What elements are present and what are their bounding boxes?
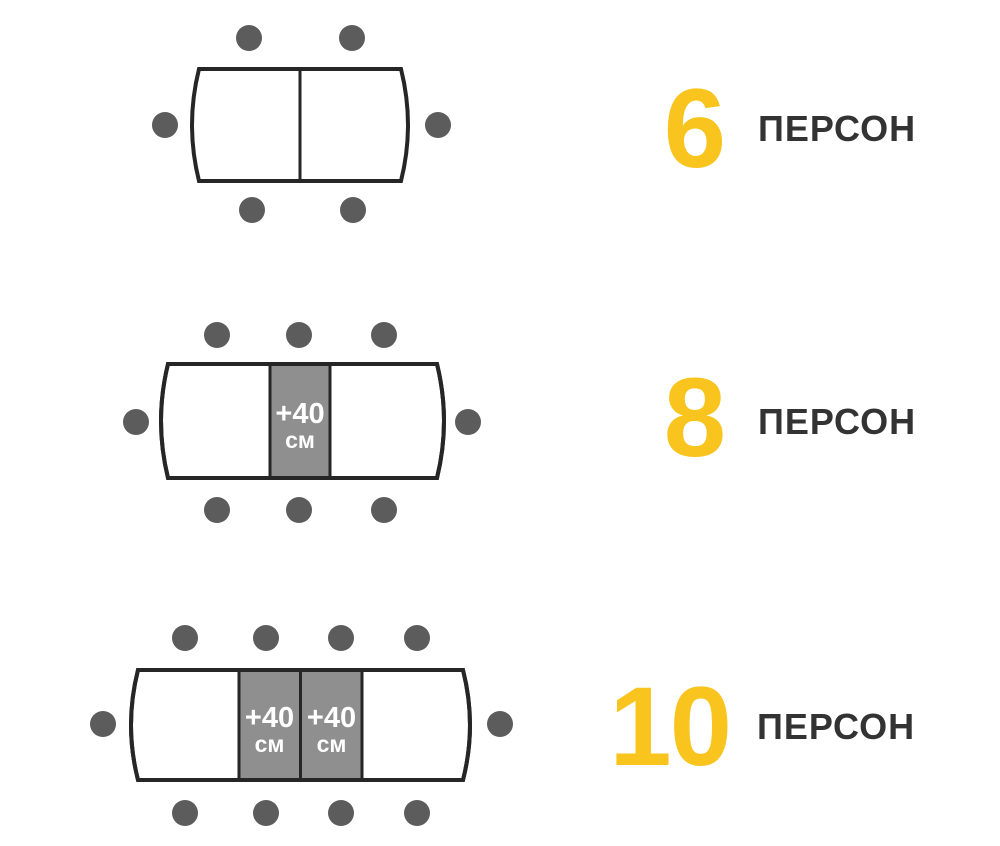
person-count: 6 [663,66,726,191]
seat-dot [404,800,430,826]
extension-size-label: +40 [275,398,324,430]
seat-dot [123,409,149,435]
person-count: 10 [609,664,732,789]
seat-dot [286,322,312,348]
seat-dot [339,25,365,51]
seat-dot [239,197,265,223]
table-6-diagram [190,67,410,183]
person-word: ПЕРСОН [757,706,916,747]
extension-size-label: +40 [245,702,294,734]
seat-dot [371,497,397,523]
table-top-outline [129,668,472,782]
seat-dot [328,800,354,826]
seat-dot [236,25,262,51]
seat-dot [90,711,116,737]
extension-section [270,365,330,476]
seat-dot [204,322,230,348]
extension-section [239,671,301,778]
seat-dot [172,800,198,826]
extension-size-label: +40 [307,702,356,734]
seat-dot [340,197,366,223]
person-count: 8 [663,355,726,480]
person-word: ПЕРСОН [758,108,917,149]
person-word: ПЕРСОН [758,401,917,442]
seat-dot [425,112,451,138]
table-top-outline [159,362,446,480]
seat-dot [172,625,198,651]
seat-dot [487,711,513,737]
extension-unit-label: см [317,731,347,757]
table-8-diagram: +40 см [159,362,446,480]
seat-dot [371,322,397,348]
extension-unit-label: см [255,731,285,757]
extension-section [300,671,362,778]
seat-dot [253,800,279,826]
extension-unit-label: см [285,427,315,453]
seat-dot [253,625,279,651]
table-10-diagram: +40 см +40 см [129,668,472,782]
seat-dot [152,112,178,138]
seat-dot [286,497,312,523]
seat-dot [455,409,481,435]
seat-dot [328,625,354,651]
seat-dot [404,625,430,651]
seat-dot [204,497,230,523]
